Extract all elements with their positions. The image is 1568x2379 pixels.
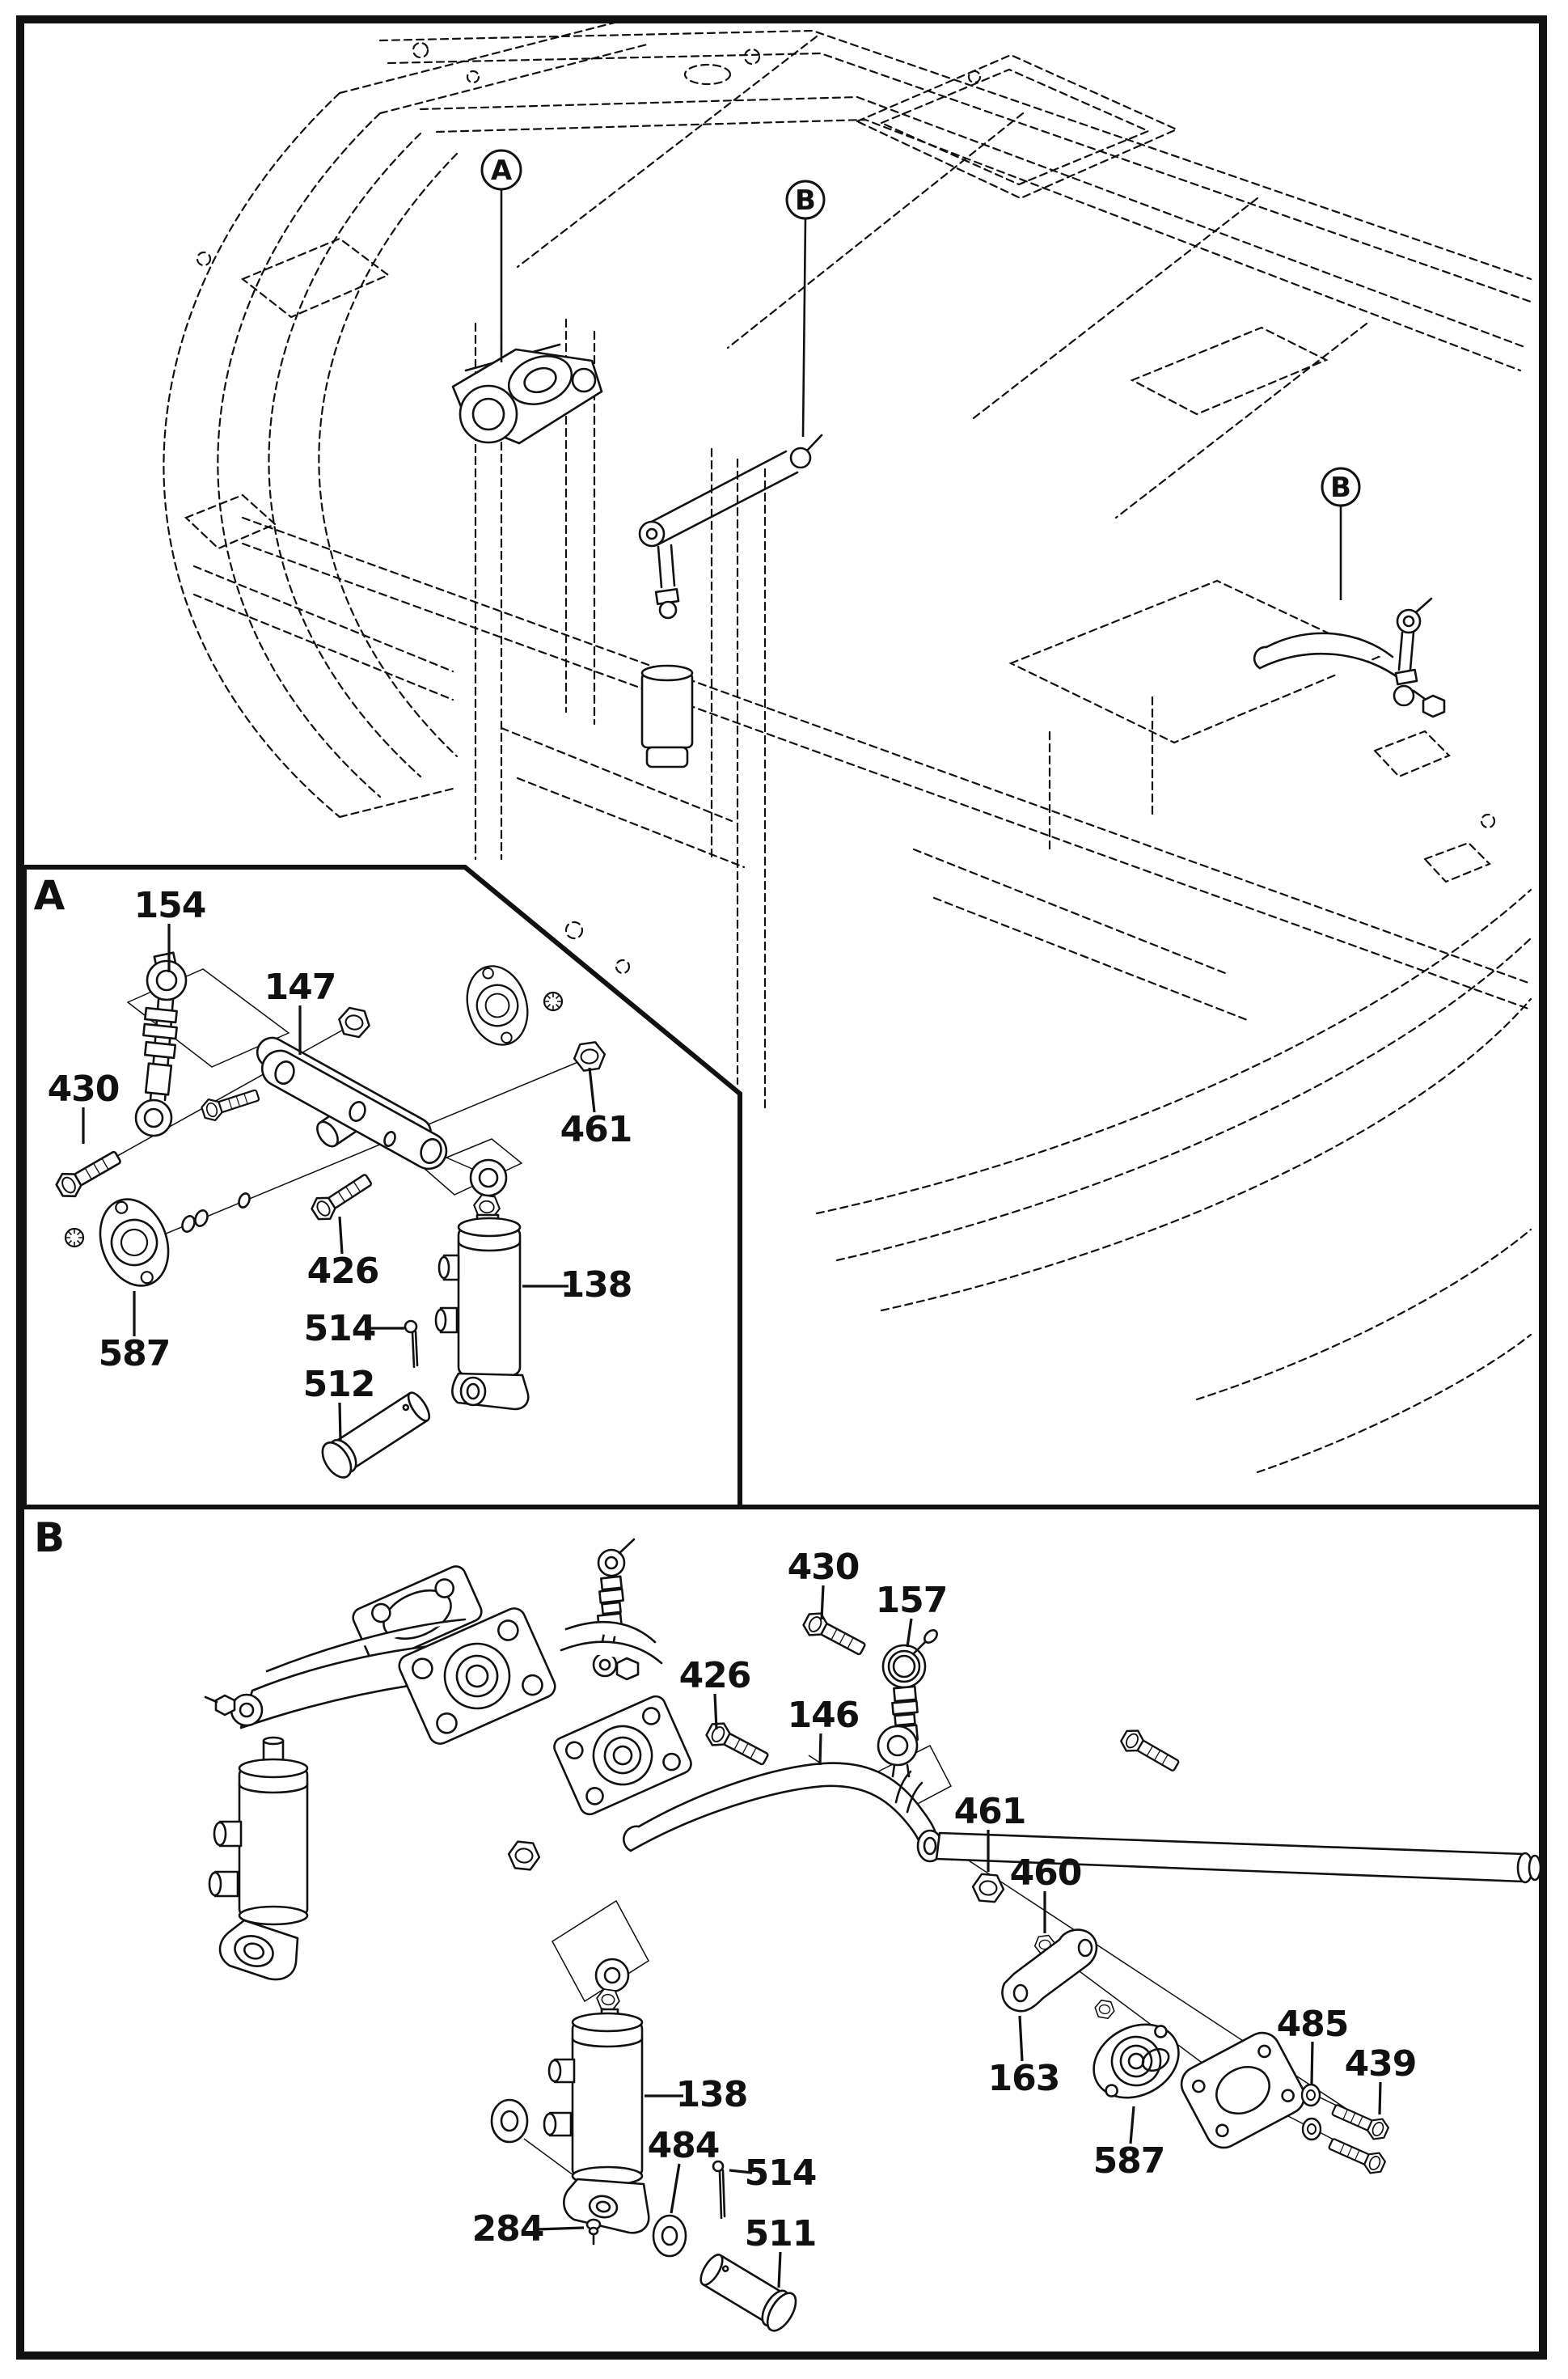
callout-circles: A B B: [480, 149, 1361, 600]
part-label-514: 514: [303, 1308, 377, 1349]
ring-washer-upper-b: [490, 2098, 529, 2144]
part-label-512: 512: [302, 1364, 376, 1405]
part-label-426: 426: [306, 1251, 380, 1292]
assembly-a-installed: [451, 343, 603, 445]
part-label-157: 157: [875, 1580, 949, 1621]
part-138-cylinder-a: [434, 1158, 530, 1411]
callout-circle-B: [785, 180, 826, 220]
cylinder-left-b: [208, 1736, 309, 1981]
part-label-426: 426: [678, 1655, 752, 1696]
callout-circle-B: [1321, 467, 1361, 507]
part-284-screw: [585, 2218, 602, 2246]
star-washer-a: [64, 1227, 85, 1248]
part-154-link: [134, 951, 188, 1137]
leader-line-514: [729, 2169, 753, 2174]
part-146-arm: [623, 1762, 1542, 1884]
nut-top-a: [335, 1005, 374, 1040]
part-label-587: 587: [1093, 2140, 1166, 2182]
callout-circle-A: [480, 149, 522, 191]
part-485-washer-1: [1300, 2083, 1321, 2107]
part-461-nut-b: [970, 1872, 1006, 1904]
leader-line-587: [1129, 2106, 1135, 2144]
page-border: [16, 15, 1547, 2360]
front-flange-plate-b: [398, 1607, 556, 1745]
nut-left-b: [506, 1839, 542, 1872]
part-label-430: 430: [47, 1069, 120, 1110]
part-147-arm: [256, 1036, 448, 1170]
part-label-514: 514: [744, 2153, 818, 2194]
part-461-nut-a: [571, 1039, 608, 1073]
callout-letter-B: B: [795, 184, 816, 217]
part-label-460: 460: [1009, 1852, 1083, 1894]
part-label-461: 461: [953, 1791, 1027, 1832]
part-485-washer-2: [1301, 2117, 1322, 2141]
chassis-dashed-art: [163, 21, 1532, 1474]
leader-line-163: [1018, 2015, 1024, 2062]
part-label-485: 485: [1276, 2004, 1350, 2045]
leader-line-426: [338, 1216, 344, 1255]
part-430-bolt-a: [52, 1144, 125, 1203]
part-514-cotter-b: [712, 2160, 726, 2220]
section-b-art: [204, 1538, 1542, 2332]
part-439-bolt-1: [1329, 2098, 1392, 2144]
section-a-art: [52, 951, 608, 1479]
part-label-439: 439: [1344, 2043, 1418, 2085]
arm-pivot-bolt-b: [1117, 1725, 1183, 1778]
bolt-mid-a: [199, 1083, 262, 1124]
part-430-bolt-b: [799, 1607, 870, 1661]
assembly-b1-installed: [638, 434, 823, 768]
part-label-484: 484: [647, 2125, 721, 2166]
leader-line-426: [713, 1693, 718, 1730]
part-label-511: 511: [744, 2213, 818, 2254]
section-a-letter: A: [33, 872, 66, 919]
leader-line-511: [777, 2251, 782, 2288]
leader-line-484: [670, 2163, 681, 2214]
part-514-cotter-a: [404, 1319, 419, 1369]
callout-letter-B: B: [1330, 472, 1351, 504]
part-484-ring: [652, 2214, 687, 2258]
assembly-b2-installed: [1253, 597, 1446, 718]
part-label-154: 154: [133, 885, 207, 926]
part-511-pin: [699, 2254, 797, 2332]
part-426-bolt-a: [307, 1167, 377, 1225]
flange-bearing-top-a: [457, 958, 538, 1053]
leader-line-284: [536, 2226, 585, 2231]
part-label-138: 138: [675, 2074, 749, 2115]
callout-leader-B: [801, 218, 807, 438]
part-label-587: 587: [98, 1333, 171, 1374]
part-label-430: 430: [787, 1547, 860, 1588]
leader-line-146: [818, 1733, 822, 1766]
part-587-bearing-b: [1093, 2023, 1180, 2099]
callout-letter-A: A: [491, 155, 513, 187]
part-163-strap: [1001, 1928, 1098, 2013]
part-439-bolt-2: [1325, 2132, 1388, 2178]
part-label-284: 284: [471, 2208, 545, 2250]
label-leader-lines: [82, 924, 1382, 2288]
part-157-link: [877, 1629, 938, 1778]
part-label-461: 461: [560, 1109, 633, 1150]
lock-washer-a: [543, 991, 564, 1012]
part-label-138: 138: [560, 1264, 633, 1306]
gasket-plate-b: [1180, 2031, 1306, 2149]
ball-link-upper-b: [560, 1538, 663, 1681]
part-label-163: 163: [987, 2058, 1061, 2099]
part-label-147: 147: [264, 967, 337, 1008]
mid-flange-bearing-b: [553, 1695, 692, 1816]
nut-mid-b: [1093, 1998, 1117, 2021]
section-b-letter: B: [33, 1514, 66, 1561]
part-587-bearing-a: [87, 1188, 181, 1297]
leader-line-430: [820, 1585, 825, 1620]
leader-line-157: [906, 1618, 913, 1648]
part-label-146: 146: [787, 1695, 860, 1736]
leader-line-461: [588, 1067, 596, 1113]
detail-box-a: [22, 865, 742, 1509]
part-426-bolt-b: [702, 1717, 773, 1772]
part-512-pin: [321, 1391, 431, 1479]
part-138-cylinder-b: [543, 1958, 650, 2234]
